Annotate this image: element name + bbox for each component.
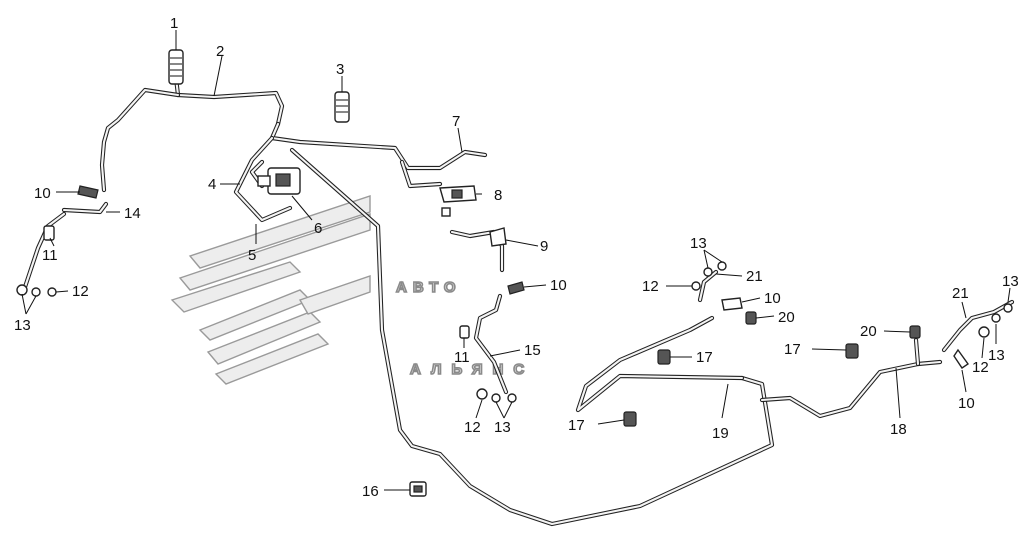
callout-19: 19 [712,425,729,442]
callout-3: 3 [336,61,344,78]
hose-1 [168,49,184,85]
callout-numbers: 1 2 3 4 5 6 7 8 9 10 14 11 12 13 10 11 1… [14,15,1019,500]
connector-16 [409,481,427,497]
callout-15: 15 [524,342,541,359]
callout-17-mid: 17 [696,349,713,366]
callout-12-mid: 12 [642,278,659,295]
watermark-line-1: АВТО [396,279,462,296]
callout-13-left: 13 [14,317,31,334]
clips-17 [623,343,859,427]
callout-8: 8 [494,187,502,204]
watermark-line-2: АЛЬЯНС [410,361,534,378]
callout-21-mid: 21 [746,268,763,285]
callout-12-center: 12 [464,419,481,436]
callout-13-right: 13 [988,347,1005,364]
callout-13-mid: 13 [690,235,707,252]
callout-11-left: 11 [42,247,58,264]
callout-10-right: 10 [958,395,975,412]
callout-20-mid: 20 [778,309,795,326]
callout-10-left: 10 [34,185,51,202]
callout-10-mid: 10 [764,290,781,307]
callout-18: 18 [890,421,907,438]
clip-10-center [507,281,525,295]
callout-12-right: 12 [972,359,989,376]
callout-13-right-top: 13 [1002,273,1019,290]
hose-3 [334,91,350,123]
callout-17-lower: 17 [568,417,585,434]
callout-12-left: 12 [72,283,89,300]
callout-4: 4 [208,176,216,193]
clip-10-far-right [953,348,969,369]
bracket-8 [439,185,477,217]
callout-9: 9 [540,238,548,255]
callout-13-center: 13 [494,419,511,436]
callout-14: 14 [124,205,141,222]
watermark-logo [170,195,371,385]
callout-10-center: 10 [550,277,567,294]
bolt-11-center [459,325,470,339]
clip-9 [489,227,507,247]
clip-10-right-mid [721,297,743,311]
callout-20-right: 20 [860,323,877,340]
callout-7: 7 [452,113,460,130]
callout-21-right: 21 [952,285,969,302]
valve-block-6 [257,167,301,195]
callout-2: 2 [216,43,224,60]
callout-16: 16 [362,483,379,500]
callout-1: 1 [170,15,178,32]
fittings-12-13 [16,261,1013,403]
leader-lines [21,30,1011,491]
clip-10-left [77,185,99,199]
callout-6: 6 [314,220,322,237]
callout-17-right: 17 [784,341,801,358]
bolt-11-left [43,225,55,241]
callout-11-center: 11 [454,349,470,366]
callout-5: 5 [248,247,256,264]
